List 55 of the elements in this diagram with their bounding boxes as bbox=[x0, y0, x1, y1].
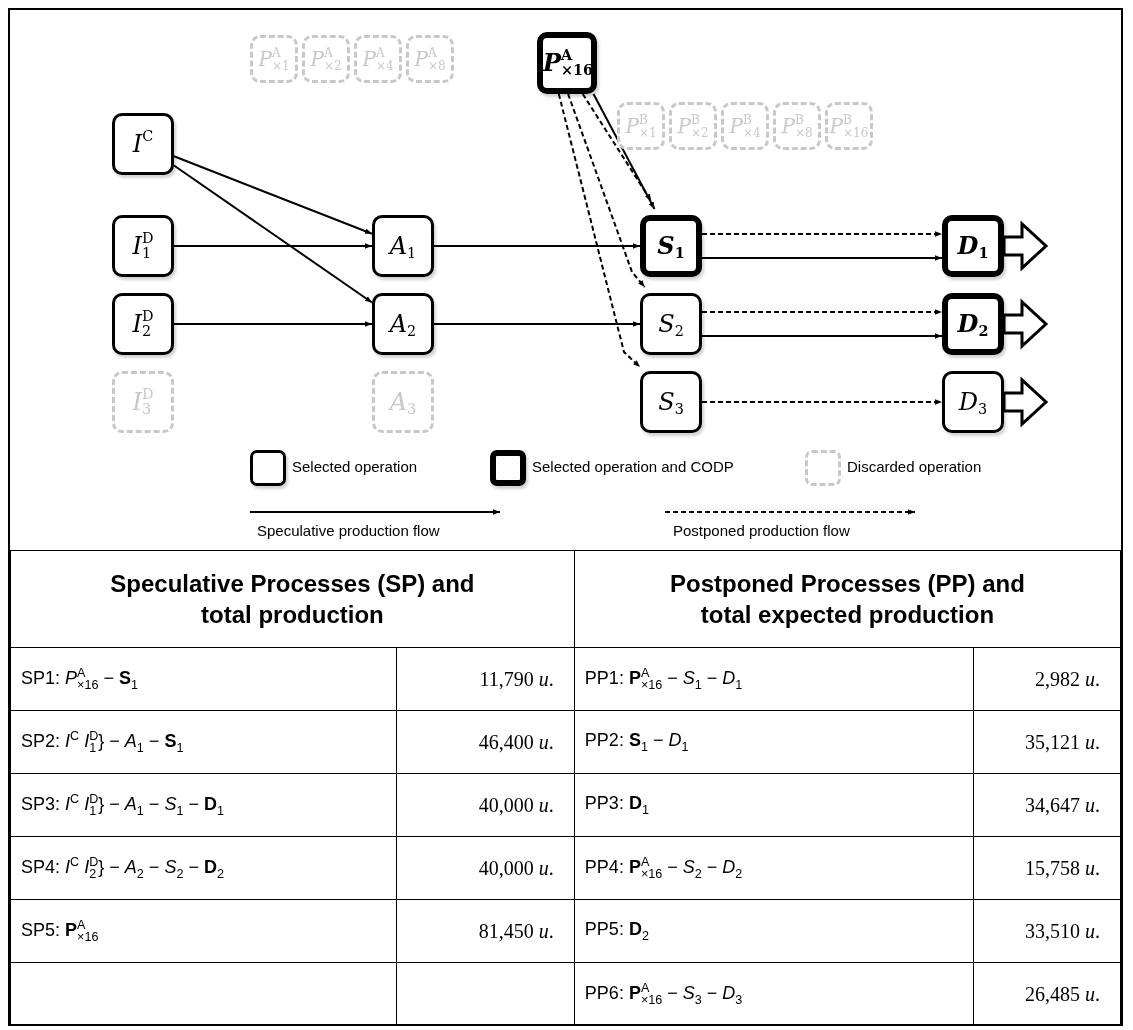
codp-operation-box: D$_{1}$ bbox=[942, 215, 1004, 277]
operation-box: S$_{2}$ bbox=[640, 293, 702, 355]
operation-box: D$_{3}$ bbox=[942, 371, 1004, 433]
codp-operation-box: D$_{2}$ bbox=[942, 293, 1004, 355]
process-label: PP2: S$_{1}$ − D$_{1}$ bbox=[584, 730, 689, 751]
arrow bbox=[433, 321, 641, 327]
production-value: 46,400 u. bbox=[478, 730, 554, 753]
dashed-arrow bbox=[701, 309, 943, 315]
arrow bbox=[173, 155, 373, 235]
legend-text: Speculative production flow bbox=[257, 522, 440, 539]
dashed-arrow bbox=[701, 399, 943, 405]
hollow-arrow bbox=[1002, 376, 1049, 428]
dashed-arrow bbox=[701, 231, 943, 237]
production-value: 35,121 u. bbox=[1025, 730, 1100, 753]
hollow-arrow bbox=[1002, 220, 1049, 272]
arrow bbox=[173, 321, 373, 327]
production-value: 40,000 u. bbox=[478, 793, 554, 816]
dashed-arrow bbox=[557, 93, 641, 368]
table-header: Postponed Processes (PP) and total expected production bbox=[669, 568, 1026, 630]
legend-text: Postponed production flow bbox=[673, 522, 850, 539]
process-label: PP6: P$^{A}$$_{×16}$ − S$_{3}$ − D$_{3}$ bbox=[584, 983, 743, 1004]
production-value: 81,450 u. bbox=[478, 919, 554, 942]
arrow bbox=[701, 255, 943, 261]
arrow bbox=[173, 164, 373, 304]
process-label: PP4: P$^{A}$$_{×16}$ − S$_{2}$ − D$_{2}$ bbox=[584, 857, 743, 878]
arrow bbox=[592, 93, 656, 210]
production-value: 11,790 u. bbox=[479, 667, 554, 690]
production-value: 2,982 u. bbox=[1035, 667, 1100, 690]
process-label: PP5: D$_{2}$ bbox=[584, 919, 649, 940]
operation-box: I$^{C}$ bbox=[112, 113, 174, 175]
production-value: 40,000 u. bbox=[478, 856, 554, 879]
dashed-arrow bbox=[581, 93, 653, 202]
process-label: SP3: I$^{C}$ I$^{D}$$_{1}$} − A$_{1}$ − S$_{1}$ − D$_{1}$ bbox=[21, 794, 224, 815]
arrow bbox=[433, 243, 641, 249]
codp-operation-box: S$_{1}$ bbox=[640, 215, 702, 277]
process-label: SP2: I$^{C}$ I$^{D}$$_{1}$} − A$_{1}$ − S$_{1}$ bbox=[21, 731, 184, 752]
dashed-arrow bbox=[567, 93, 646, 288]
arrow bbox=[701, 333, 943, 339]
hollow-arrow bbox=[1002, 298, 1049, 350]
production-value: 34,647 u. bbox=[1025, 793, 1100, 816]
operation-box: A$_{1}$ bbox=[372, 215, 434, 277]
production-value: 26,485 u. bbox=[1025, 982, 1100, 1005]
legend-text: Selected operation and CODP bbox=[532, 458, 734, 475]
process-label: SP4: I$^{C}$ I$^{D}$$_{2}$} − A$_{2}$ − S$_{2}$ − D$_{2}$ bbox=[21, 857, 224, 878]
production-value: 33,510 u. bbox=[1025, 919, 1100, 942]
arrow bbox=[173, 243, 373, 249]
process-label: PP3: D$_{1}$ bbox=[584, 793, 649, 814]
table-header: Speculative Processes (SP) and total production bbox=[109, 568, 476, 630]
operation-box: S$_{3}$ bbox=[640, 371, 702, 433]
operation-box: A$_{2}$ bbox=[372, 293, 434, 355]
production-value: 15,758 u. bbox=[1025, 856, 1100, 879]
legend-text: Selected operation bbox=[292, 458, 418, 475]
legend-text: Discarded operation bbox=[847, 458, 982, 475]
process-label: PP1: P$^{A}$$_{×16}$ − S$_{1}$ − D$_{1}$ bbox=[584, 668, 743, 689]
process-label: SP1: P$^{A}$$_{×16}$ − S$_{1}$ bbox=[21, 668, 138, 689]
